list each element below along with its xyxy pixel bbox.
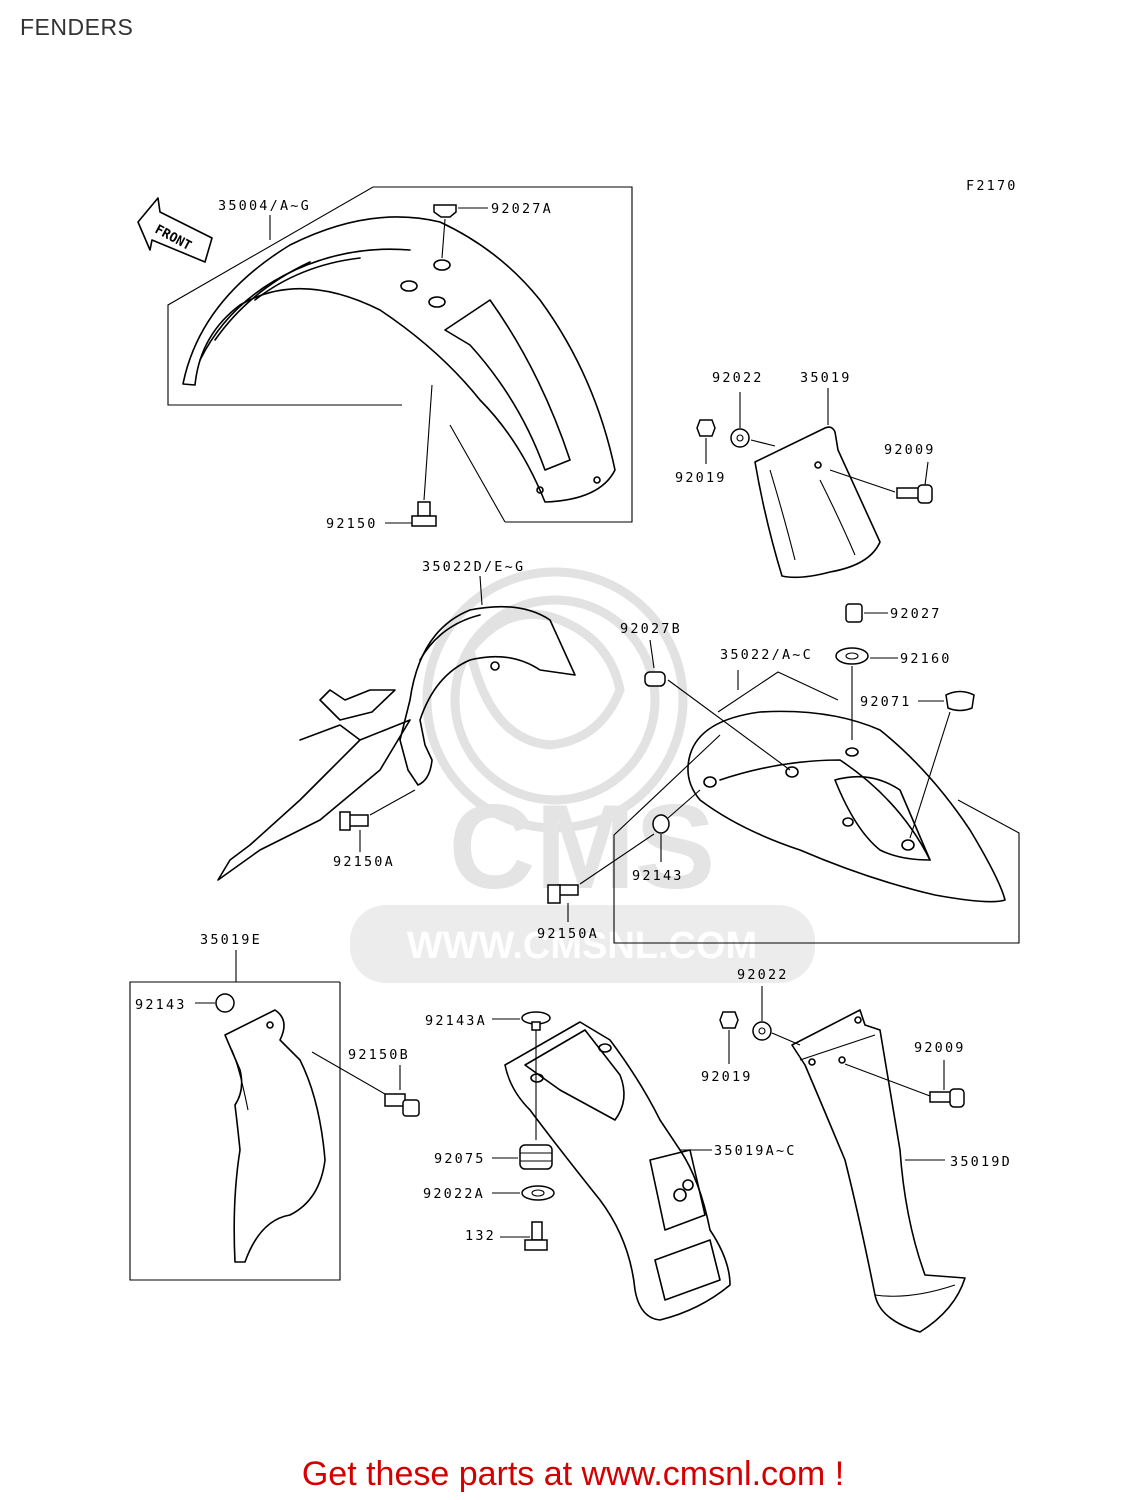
watermark-brand: CMS	[449, 780, 716, 914]
part-92022-washer-top	[730, 392, 776, 448]
label-92009-top: 92009	[884, 442, 936, 458]
label-92022-bot: 92022	[737, 967, 789, 983]
label-92143A: 92143A	[425, 1013, 487, 1029]
part-92143A	[492, 1011, 551, 1140]
part-92150A-left	[339, 789, 416, 831]
part-92027B	[644, 671, 666, 687]
label-92150B: 92150B	[348, 1047, 410, 1063]
part-92009-bolt-top	[829, 461, 933, 504]
label-92150: 92150	[326, 516, 378, 532]
part-92143-left	[195, 993, 235, 1013]
part-92150B	[311, 1051, 420, 1117]
label-92019-top: 92019	[675, 470, 727, 486]
footer-link[interactable]: Get these parts at www.cmsnl.com !	[301, 1455, 845, 1493]
label-92143-left: 92143	[135, 997, 187, 1013]
part-92022-washer-bot	[752, 986, 801, 1046]
label-35019: 35019	[800, 370, 852, 386]
part-132	[500, 1221, 548, 1251]
part-92009-bolt-bot	[844, 1060, 965, 1108]
watermark-url: WWW.CMSNL.COM	[407, 925, 757, 967]
front-arrow-icon: FRONT	[137, 197, 213, 263]
label-35022: 35022/A~C	[720, 647, 813, 663]
label-35004: 35004/A~G	[218, 198, 311, 214]
part-92150A-mid	[547, 833, 655, 922]
part-92071	[909, 690, 975, 839]
label-35019D: 35019D	[950, 1154, 1012, 1170]
part-92027A	[433, 204, 488, 259]
label-92027: 92027	[890, 606, 942, 622]
label-92075: 92075	[434, 1151, 486, 1167]
watermark-logo: CMS WWW.CMSNL.COM	[350, 567, 815, 983]
label-92150A-mid: 92150A	[537, 926, 599, 942]
part-92143-mid	[652, 789, 701, 862]
label-35019A-C: 35019A~C	[714, 1143, 797, 1159]
figure-code: F2170	[966, 178, 1018, 194]
part-92019-nut-bot	[719, 1011, 739, 1064]
label-35022D: 35022D/E~G	[422, 559, 525, 575]
page-title: FENDERS	[20, 14, 134, 40]
part-35022D	[217, 605, 576, 881]
part-92075	[492, 1144, 553, 1170]
label-132: 132	[465, 1228, 496, 1244]
parts-diagram: CMS WWW.CMSNL.COM F2170 FRONT 92027A 350…	[129, 178, 1020, 1333]
label-92027B: 92027B	[620, 621, 682, 637]
part-92022A	[492, 1185, 555, 1201]
part-92150	[385, 384, 437, 527]
part-35019E	[224, 1009, 326, 1263]
part-35022	[613, 679, 1020, 944]
label-92009-bot: 92009	[914, 1040, 966, 1056]
part-92019-nut-top	[696, 419, 716, 464]
part-35019D	[791, 1009, 966, 1333]
label-92019-bot: 92019	[701, 1069, 753, 1085]
label-92160: 92160	[900, 651, 952, 667]
part-92160	[835, 647, 898, 740]
part-92027	[845, 603, 888, 623]
label-92143-mid: 92143	[632, 868, 684, 884]
label-92027A: 92027A	[491, 201, 553, 217]
label-92071: 92071	[860, 694, 912, 710]
part-35019	[754, 388, 881, 579]
label-35019E: 35019E	[200, 932, 262, 948]
front-fender-35004	[167, 186, 633, 523]
label-92022A: 92022A	[423, 1186, 485, 1202]
label-92022-top: 92022	[712, 370, 764, 386]
part-35019A-C	[504, 1021, 731, 1321]
label-92150A-left: 92150A	[333, 854, 395, 870]
